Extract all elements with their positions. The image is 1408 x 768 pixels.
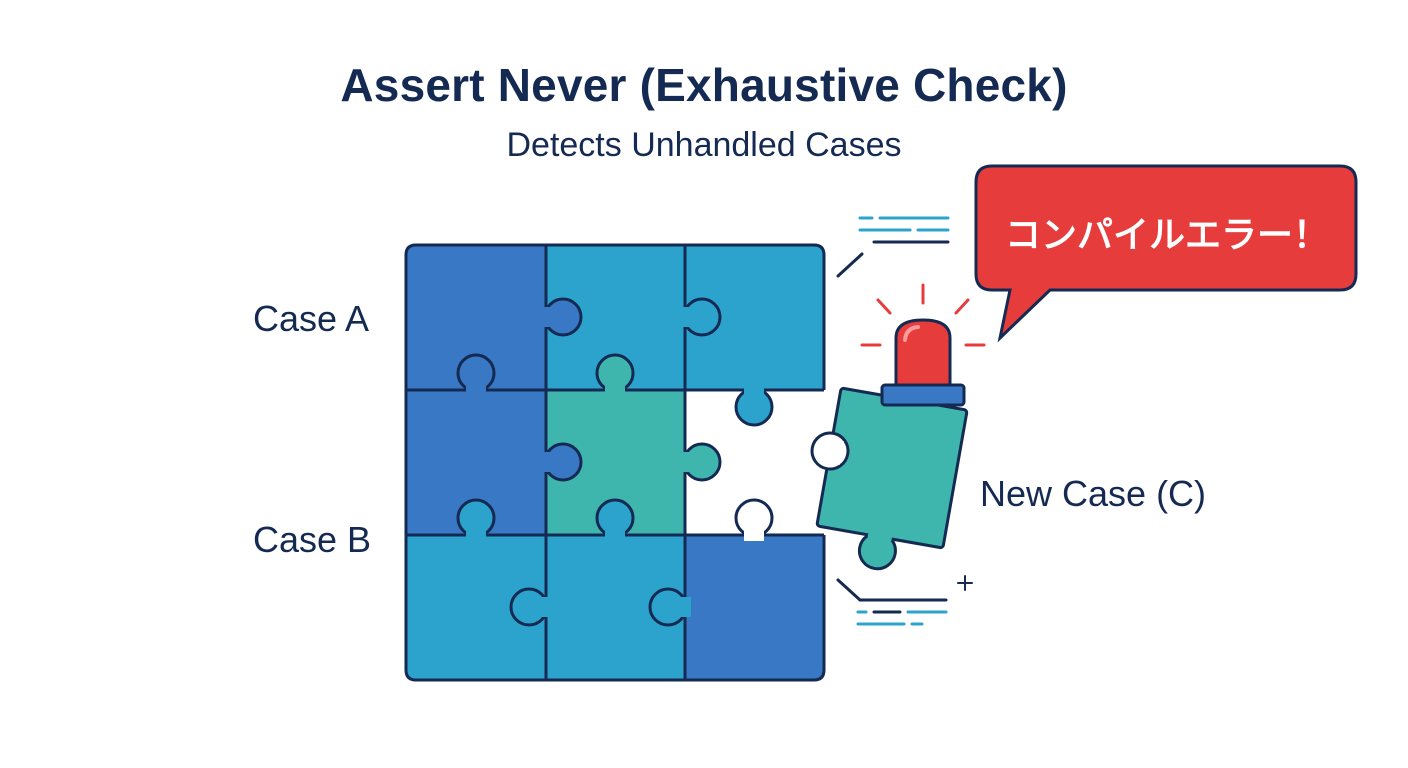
compile-error-message: コンパイルエラー！ <box>1004 214 1329 255</box>
speech-bubble-icon <box>974 164 1358 343</box>
motion-lines <box>836 216 973 626</box>
diagram-subtitle: Detects Unhandled Cases <box>506 126 902 164</box>
new-case-label: New Case (C) <box>980 473 1207 514</box>
case-b-label: Case B <box>253 519 372 560</box>
new-case-puzzle-piece-icon <box>810 386 969 571</box>
diagram-title: Assert Never (Exhaustive Check) <box>340 59 1068 111</box>
puzzle-piece-r3c3 <box>685 535 824 680</box>
case-a-label: Case A <box>253 298 370 339</box>
siren-icon <box>860 283 986 407</box>
